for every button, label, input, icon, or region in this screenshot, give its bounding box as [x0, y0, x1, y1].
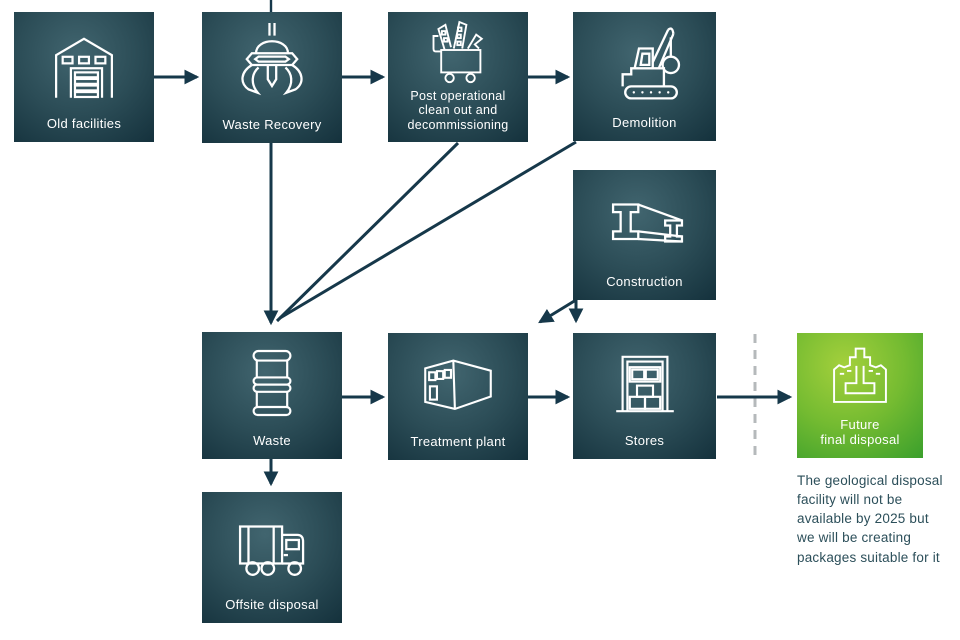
node-label: Demolition [612, 115, 677, 131]
node-label: Waste Recovery [222, 117, 322, 133]
node-treatment-plant: Treatment plant [388, 333, 528, 460]
node-label: Waste [253, 433, 291, 449]
node-label: Post operational clean out and decommiss… [407, 88, 509, 132]
storage-rack-icon [573, 333, 716, 434]
node-old-facilities: Old facilities [14, 12, 154, 142]
node-post-operational: Post operational clean out and decommiss… [388, 12, 528, 142]
geological-disposal-note: The geological disposal facility will no… [797, 473, 943, 565]
waste-cart-icon [388, 12, 528, 89]
node-construction: Construction [573, 170, 716, 300]
wrecking-ball-icon [573, 12, 716, 116]
geological-disposal-icon [797, 333, 923, 418]
node-label: Offsite disposal [225, 597, 319, 613]
node-label: Construction [606, 274, 683, 290]
steel-beam-icon [573, 170, 716, 275]
node-waste: Waste [202, 332, 342, 459]
node-waste-recovery: Waste Recovery [202, 12, 342, 143]
node-future-final-disposal: Future final disposal [797, 333, 923, 458]
grab-claw-icon [202, 12, 342, 118]
node-label: Old facilities [46, 116, 122, 132]
node-offsite-disposal: Offsite disposal [202, 492, 342, 623]
node-stores: Stores [573, 333, 716, 459]
truck-icon [202, 492, 342, 598]
node-label: Treatment plant [410, 434, 506, 450]
node-label: Stores [624, 433, 665, 449]
node-label: Future final disposal [820, 417, 900, 448]
node-demolition: Demolition [573, 12, 716, 141]
warehouse-icon [14, 12, 154, 117]
factory-building-icon [388, 333, 528, 435]
waste-drum-icon [202, 332, 342, 434]
